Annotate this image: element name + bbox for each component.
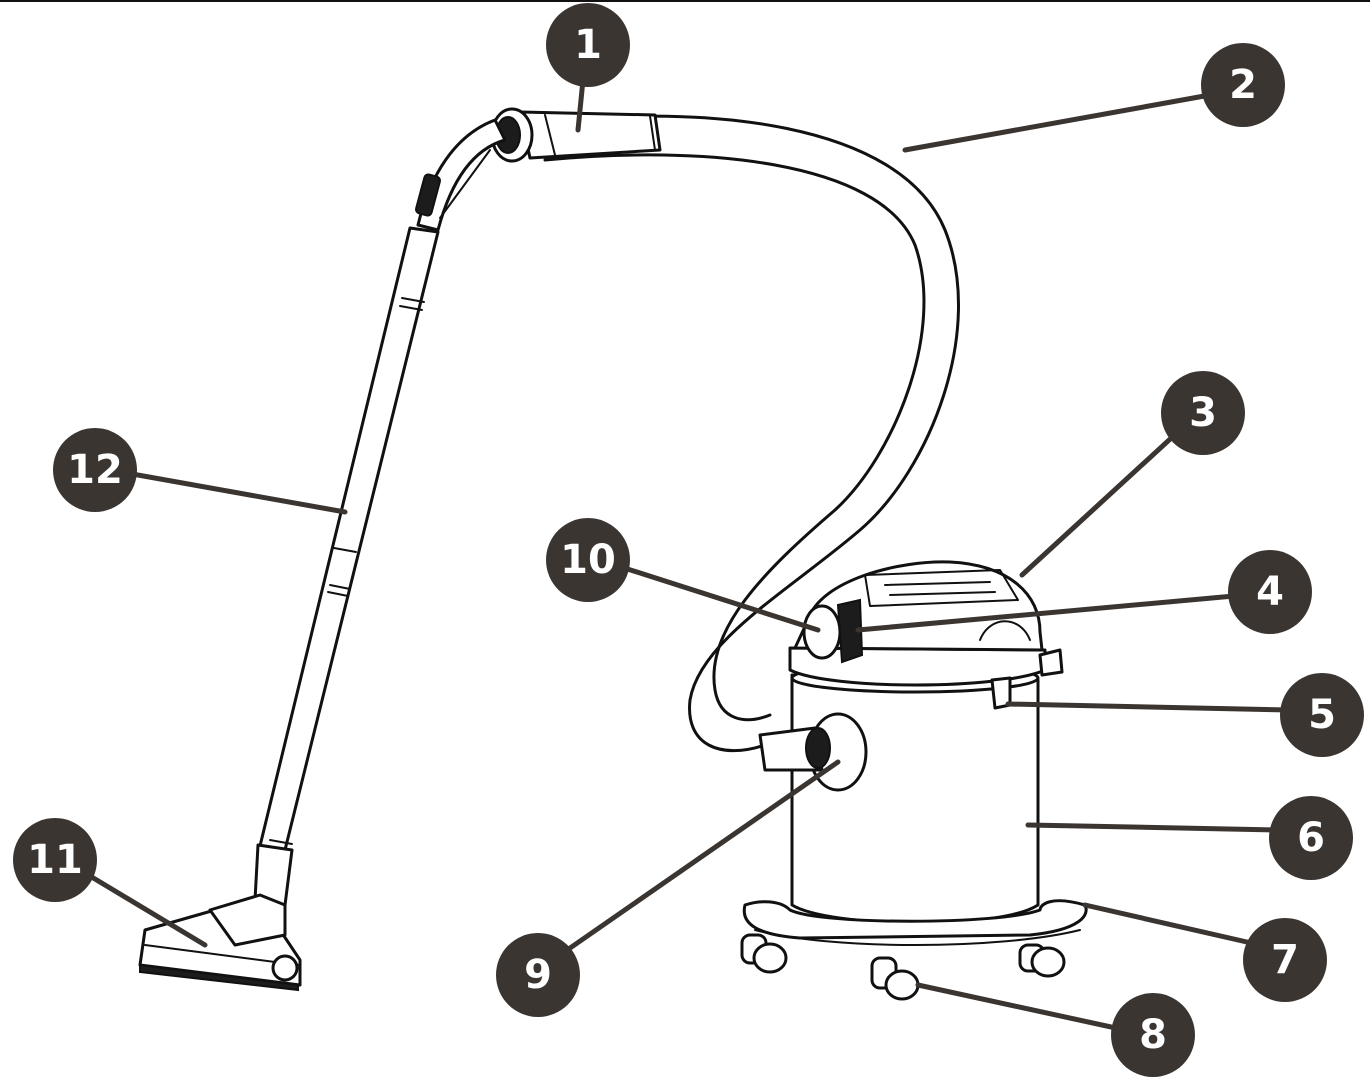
power-switch [802, 598, 864, 664]
callout-badge-10: 10 [546, 518, 630, 602]
flexible-hose [543, 114, 960, 753]
callout-badge-3: 3 [1161, 371, 1245, 455]
leader-line-4 [855, 592, 1248, 633]
leader-line-7 [1082, 902, 1263, 948]
caster-wheel-right [1018, 943, 1066, 978]
callout-badge-2: 2 [1201, 43, 1285, 127]
hose-handle [414, 107, 662, 232]
callout-badge-9: 9 [496, 933, 580, 1017]
callout-number-6: 6 [1297, 815, 1325, 861]
top-border-line [0, 0, 1370, 2]
callout-badge-11: 11 [13, 818, 97, 902]
leader-line-2 [902, 92, 1213, 153]
caster-wheel-front-left [740, 933, 788, 974]
leader-line-12 [107, 467, 348, 515]
callout-badge-6: 6 [1269, 796, 1353, 880]
caster-wheels [740, 933, 1066, 1001]
leader-line-9 [557, 759, 841, 958]
callout-number-7: 7 [1271, 937, 1299, 983]
callout-number-12: 12 [67, 447, 123, 493]
callout-number-1: 1 [574, 22, 602, 68]
callout-number-8: 8 [1139, 1012, 1167, 1058]
callout-badge-5: 5 [1280, 673, 1364, 757]
callout-badge-12: 12 [53, 428, 137, 512]
extension-wand [258, 226, 440, 852]
caster-wheel-front-center [870, 956, 920, 1001]
callout-number-5: 5 [1308, 692, 1336, 738]
leader-lines [77, 57, 1293, 1033]
caster-base [742, 899, 1088, 946]
callout-number-3: 3 [1189, 390, 1217, 436]
callout-number-4: 4 [1256, 569, 1284, 615]
callout-number-9: 9 [524, 952, 552, 998]
latch-clip [990, 648, 1064, 710]
callout-badge-7: 7 [1243, 918, 1327, 1002]
leader-line-8 [915, 982, 1128, 1033]
leader-line-5 [1005, 701, 1293, 713]
callout-badge-4: 4 [1228, 550, 1312, 634]
callout-badge-8: 8 [1111, 993, 1195, 1077]
callout-number-10: 10 [560, 537, 616, 583]
callout-number-11: 11 [27, 837, 83, 883]
leader-line-3 [1019, 427, 1183, 578]
callout-number-2: 2 [1229, 62, 1257, 108]
callout-badge-1: 1 [546, 3, 630, 87]
leader-line-11 [77, 867, 208, 948]
leader-line-6 [1025, 822, 1283, 833]
leader-line-10 [612, 562, 821, 633]
